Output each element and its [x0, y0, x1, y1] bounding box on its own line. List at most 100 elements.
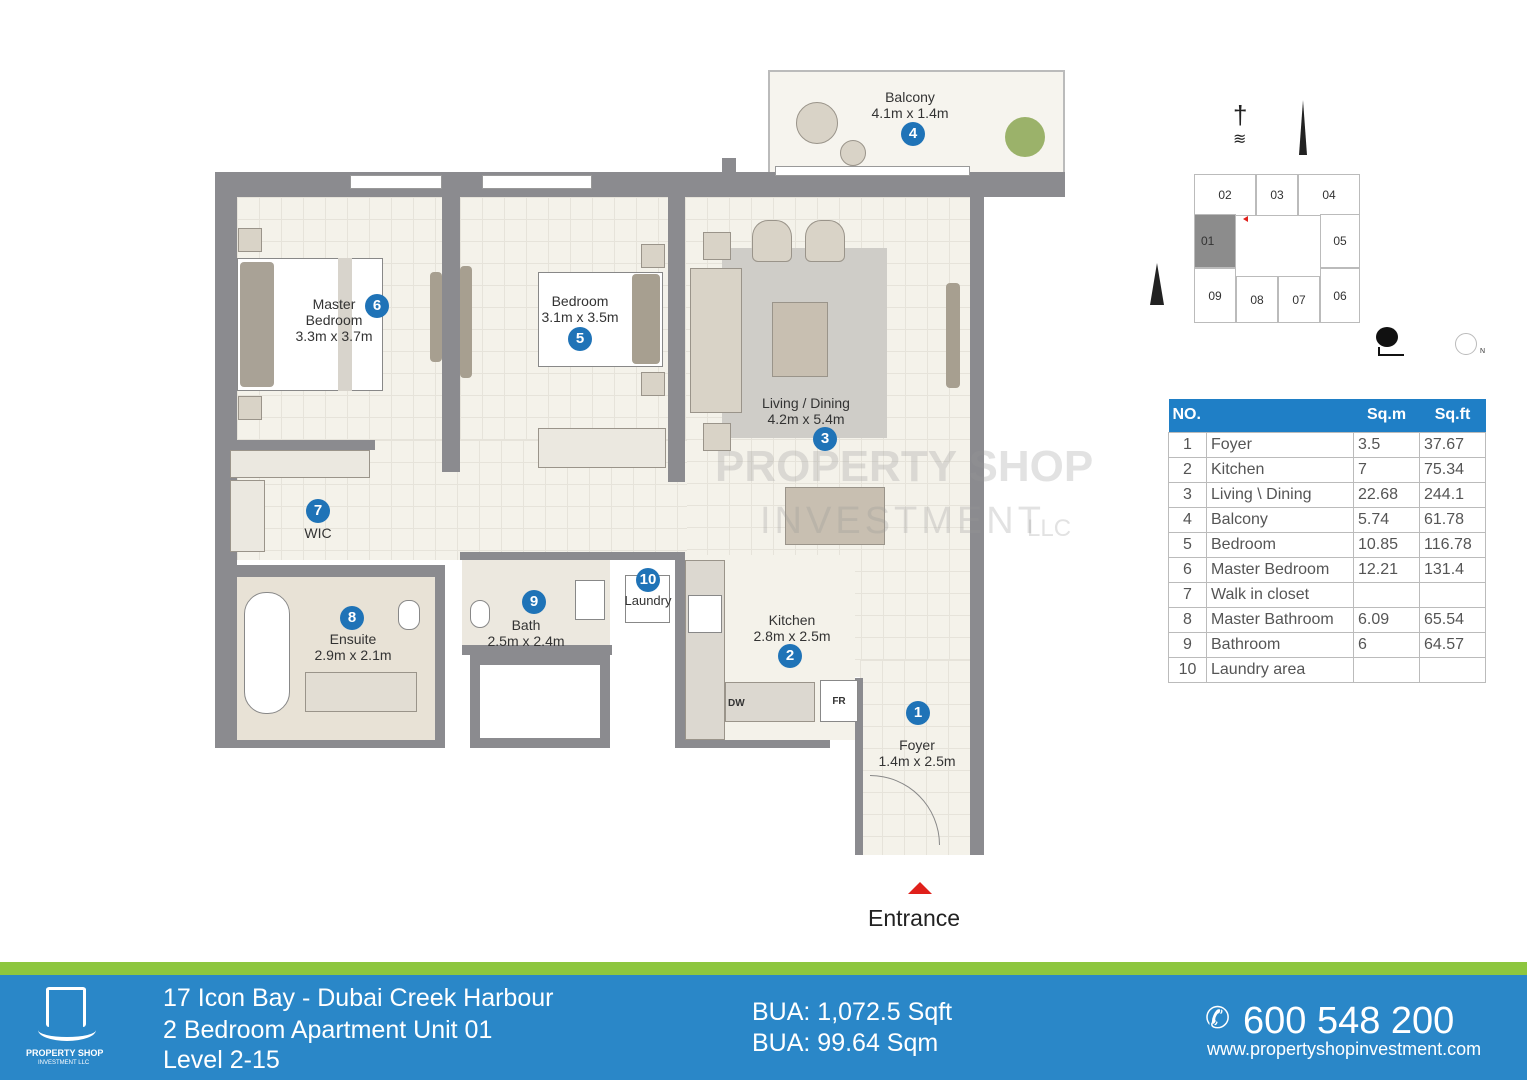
compass-icon — [1455, 333, 1477, 355]
keyplan-entry-icon — [1243, 216, 1248, 222]
row-number: 3 — [1168, 481, 1207, 508]
armchair — [752, 220, 792, 262]
logo-wave-icon — [38, 1019, 96, 1041]
room-name: Laundry area — [1206, 656, 1354, 683]
room-label-laundry: Laundry — [624, 593, 672, 608]
room-name: Master Bathroom — [1206, 606, 1354, 633]
water-icon: ≋ — [1233, 131, 1247, 148]
area-sqft — [1419, 656, 1486, 683]
tv-unit — [946, 283, 960, 388]
window — [775, 166, 970, 176]
window — [350, 175, 442, 189]
entrance-arrow-icon — [908, 882, 932, 894]
row-number: 9 — [1168, 631, 1207, 658]
kitchen-counter — [725, 682, 815, 722]
row-number: 1 — [1168, 431, 1207, 458]
balcony-chair — [796, 102, 838, 144]
tv-unit — [430, 272, 442, 362]
area-sqft: 61.78 — [1419, 506, 1486, 533]
bua-sqft: BUA: 1,072.5 Sqft — [752, 998, 953, 1026]
room-name: Living \ Dining — [1206, 481, 1354, 508]
bedroom-bed-pillows — [632, 274, 660, 364]
header-no: NO. — [1168, 399, 1354, 432]
keyplan-unit-06: 06 — [1320, 268, 1360, 323]
wall — [462, 645, 612, 655]
side-table — [703, 232, 731, 260]
room-number-4: 4 — [901, 122, 925, 146]
area-sqm — [1353, 656, 1420, 683]
room-number-5: 5 — [568, 327, 592, 351]
row-number: 4 — [1168, 506, 1207, 533]
website-link[interactable]: www.propertyshopinvestment.com — [1207, 1039, 1482, 1059]
area-sqm: 7 — [1353, 456, 1420, 483]
footer: PROPERTY SHOP INVESTMENT LLC 17 Icon Bay… — [0, 975, 1527, 1080]
wall — [215, 172, 980, 197]
coffee-table — [772, 302, 828, 377]
area-sqft: 116.78 — [1419, 531, 1486, 558]
area-sqm: 10.85 — [1353, 531, 1420, 558]
room-number-1: 1 — [906, 701, 930, 725]
room-name: Master Bedroom — [1206, 556, 1354, 583]
closet-shelves — [230, 450, 370, 478]
area-sqm: 22.68 — [1353, 481, 1420, 508]
room-name: Kitchen — [1206, 456, 1354, 483]
room-name: Bathroom — [1206, 631, 1354, 658]
nightstand — [238, 396, 262, 420]
area-sqft: 244.1 — [1419, 481, 1486, 508]
room-number-9: 9 — [522, 590, 546, 614]
tower-icon — [1299, 100, 1307, 155]
toilet — [470, 600, 490, 628]
armchair — [805, 220, 845, 262]
area-sqm: 6.09 — [1353, 606, 1420, 633]
fridge: FR — [820, 680, 858, 722]
wall — [470, 655, 610, 748]
phone-number[interactable]: 600 548 200 — [1243, 1000, 1455, 1042]
dining-table — [785, 487, 885, 545]
phone-icon: ✆ — [1205, 1002, 1231, 1035]
wardrobe — [538, 428, 666, 468]
keyplan-unit-04: 04 — [1298, 174, 1360, 216]
wall — [970, 190, 984, 855]
wall — [675, 740, 830, 748]
vanity — [305, 672, 417, 712]
room-name: Balcony — [1206, 506, 1354, 533]
area-sqft: 37.67 — [1419, 431, 1486, 458]
room-name: Walk in closet — [1206, 581, 1354, 608]
sofa — [690, 268, 742, 413]
wall — [442, 172, 460, 472]
logo-line1: PROPERTY SHOP — [26, 1048, 104, 1058]
fridge-label: FR — [832, 696, 846, 707]
bathtub — [244, 592, 290, 714]
compass-north-label: N — [1480, 348, 1486, 355]
bua-sqm: BUA: 99.64 Sqm — [752, 1029, 939, 1057]
wall — [215, 172, 237, 748]
area-sqft: 64.57 — [1419, 631, 1486, 658]
master-bed-pillows — [240, 262, 274, 387]
sink — [575, 580, 605, 620]
tower-icon — [1150, 263, 1164, 305]
project-title: 17 Icon Bay - Dubai Creek Harbour — [163, 984, 554, 1012]
watermark-line2: INVESTMENT — [760, 500, 1045, 542]
row-number: 5 — [1168, 531, 1207, 558]
row-number: 7 — [1168, 581, 1207, 608]
row-number: 8 — [1168, 606, 1207, 633]
room-number-10: 10 — [636, 568, 660, 592]
room-label-wic: WIC — [304, 525, 332, 541]
room-number-7: 7 — [306, 499, 330, 523]
level-title: Level 2-15 — [163, 1046, 280, 1074]
wall — [675, 555, 685, 748]
wall — [970, 172, 1065, 197]
flamingo-icon: † — [1233, 100, 1248, 130]
nightstand — [238, 228, 262, 252]
room-number-6: 6 — [365, 294, 389, 318]
row-number: 2 — [1168, 456, 1207, 483]
watermark-line1: PROPERTY SHOP — [715, 442, 1094, 491]
nightstand — [641, 372, 665, 396]
